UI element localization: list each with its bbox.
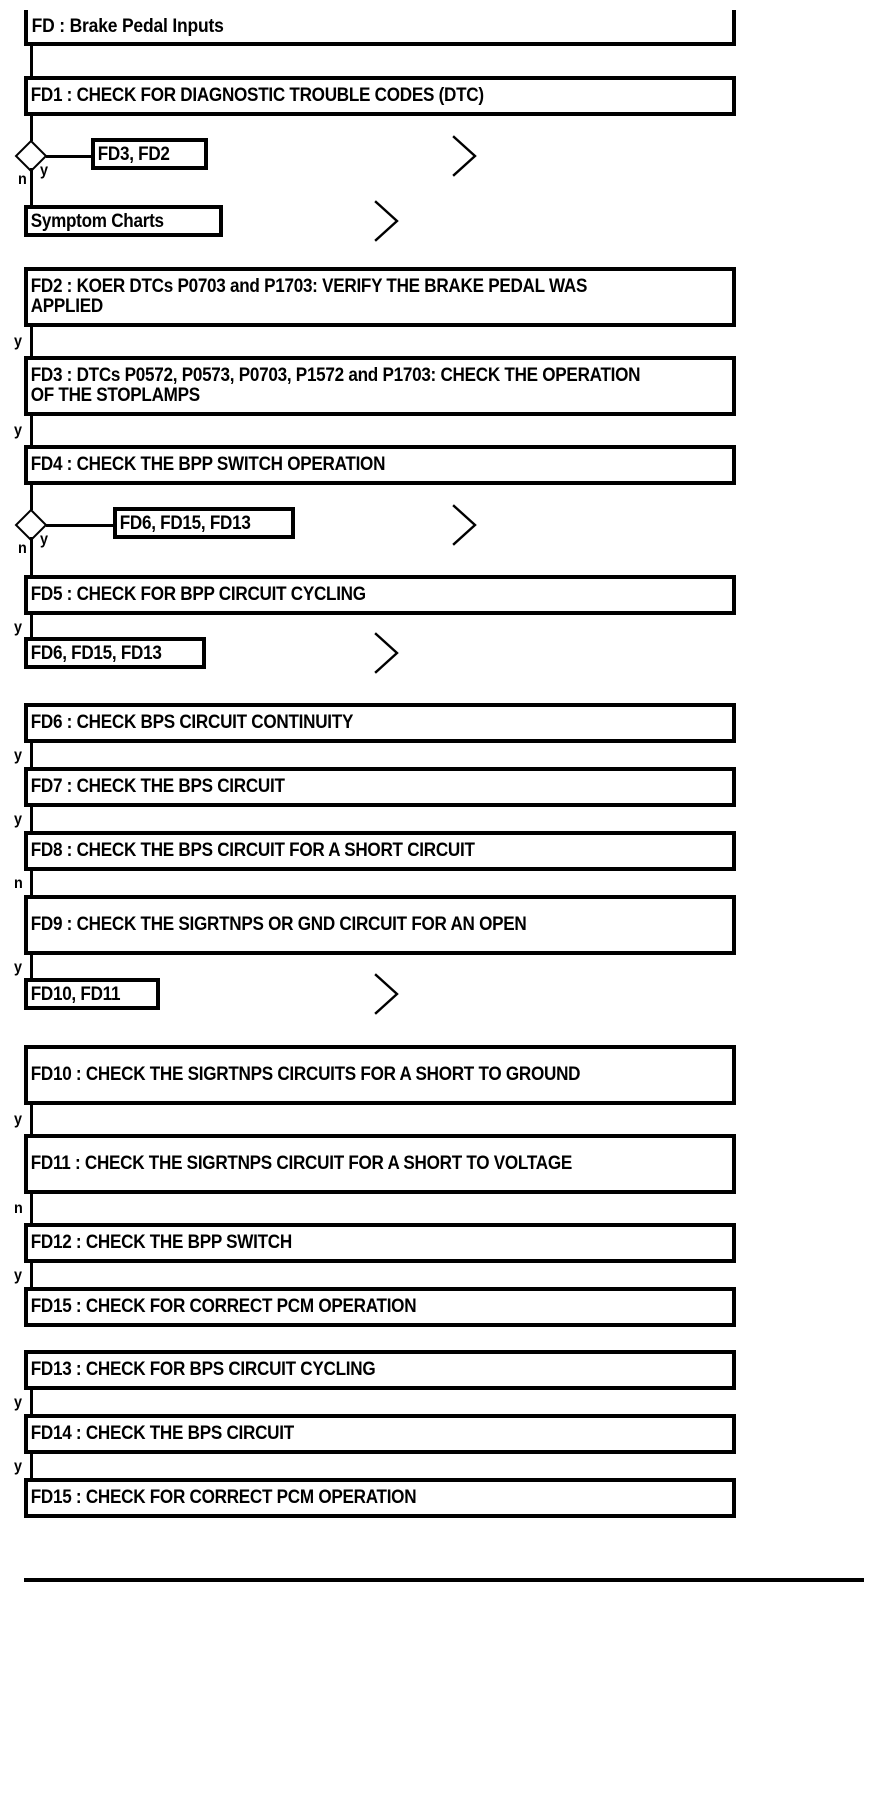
connector-fd6-to-fd7: [30, 743, 33, 768]
connector-label-fd6-fd15-fd13-b: FD6, FD15, FD13: [30, 642, 162, 664]
connector-box-fd10-fd11[interactable]: FD10, FD11: [24, 978, 160, 1010]
step-box-fd13[interactable]: FD13 : CHECK FOR BPS CIRCUIT CYCLING: [24, 1350, 736, 1390]
branch-label-fd5-yes: y: [14, 619, 23, 636]
branch-label-fd14-yes: y: [14, 1458, 23, 1475]
connector-fd8-to-fd9: [30, 871, 33, 896]
step-box-fd4[interactable]: FD4 : CHECK THE BPP SWITCH OPERATION: [24, 445, 736, 485]
connector-label-fd10-fd11: FD10, FD11: [30, 983, 121, 1005]
branch-label-fd11-no: n: [14, 1200, 23, 1217]
step-label-fd15-a: FD15 : CHECK FOR CORRECT PCM OPERATION: [30, 1296, 417, 1317]
connector-fd4-to-decision2: [30, 485, 33, 510]
branch-label-fd1-yes: y: [40, 162, 49, 179]
branch-label-fd4-yes: y: [40, 531, 49, 548]
branch-label-fd6-yes: y: [14, 747, 23, 764]
step-box-fd12[interactable]: FD12 : CHECK THE BPP SWITCH: [24, 1223, 736, 1263]
footer-divider: [24, 1578, 864, 1582]
step-box-fd1[interactable]: FD1 : CHECK FOR DIAGNOSTIC TROUBLE CODES…: [24, 76, 736, 116]
step-box-fd10[interactable]: FD10 : CHECK THE SIGRTNPS CIRCUITS FOR A…: [24, 1045, 736, 1105]
step-label-fd9: FD9 : CHECK THE SIGRTNPS OR GND CIRCUIT …: [30, 914, 527, 935]
chart-title-bar: FD : Brake Pedal Inputs: [24, 10, 736, 46]
step-label-fd8: FD8 : CHECK THE BPS CIRCUIT FOR A SHORT …: [30, 840, 475, 861]
connector-fd3-to-fd4: [30, 416, 33, 445]
step-box-fd6[interactable]: FD6 : CHECK BPS CIRCUIT CONTINUITY: [24, 703, 736, 743]
connector-label-symptom-charts: Symptom Charts: [30, 210, 164, 232]
branch-label-fd4-no: n: [18, 540, 27, 557]
branch-label-fd3-yes: y: [14, 422, 23, 439]
chevron-right-icon-5: [372, 972, 402, 1016]
connector-label-fd6-fd15-fd13-a: FD6, FD15, FD13: [119, 512, 251, 534]
connector-fd4-no-leg: [30, 537, 33, 578]
branch-label-fd10-yes: y: [14, 1111, 23, 1128]
chevron-right-icon-4: [372, 631, 402, 675]
step-label-fd4: FD4 : CHECK THE BPP SWITCH OPERATION: [30, 454, 386, 475]
chevron-right-icon-1: [450, 134, 480, 178]
step-box-fd8[interactable]: FD8 : CHECK THE BPS CIRCUIT FOR A SHORT …: [24, 831, 736, 871]
step-box-fd15-b[interactable]: FD15 : CHECK FOR CORRECT PCM OPERATION: [24, 1478, 736, 1518]
step-label-fd1: FD1 : CHECK FOR DIAGNOSTIC TROUBLE CODES…: [30, 85, 484, 106]
chevron-right-icon-3: [450, 503, 480, 547]
connector-fd12-to-fd15a: [30, 1263, 33, 1288]
step-label-fd12: FD12 : CHECK THE BPP SWITCH: [30, 1232, 293, 1253]
connector-title-to-fd1: [30, 46, 33, 76]
step-box-fd2[interactable]: FD2 : KOER DTCs P0703 and P1703: VERIFY …: [24, 267, 736, 327]
connector-fd1-yes-leg: [46, 155, 92, 158]
connector-label-fd3-fd2: FD3, FD2: [97, 143, 170, 165]
connector-fd5-to-goto: [30, 615, 33, 640]
connector-fd9-to-goto: [30, 955, 33, 981]
step-label-fd11: FD11 : CHECK THE SIGRTNPS CIRCUIT FOR A …: [30, 1153, 573, 1174]
step-label-fd3: FD3 : DTCs P0572, P0573, P0703, P1572 an…: [30, 365, 641, 406]
branch-label-fd12-yes: y: [14, 1267, 23, 1284]
connector-fd7-to-fd8: [30, 807, 33, 832]
step-box-fd15-a[interactable]: FD15 : CHECK FOR CORRECT PCM OPERATION: [24, 1287, 736, 1327]
step-label-fd7: FD7 : CHECK THE BPS CIRCUIT: [30, 776, 285, 797]
step-box-fd9[interactable]: FD9 : CHECK THE SIGRTNPS OR GND CIRCUIT …: [24, 895, 736, 955]
page-title: FD : Brake Pedal Inputs: [31, 15, 224, 37]
connector-fd1-no-leg: [30, 168, 33, 208]
connector-fd4-yes-leg: [46, 524, 114, 527]
connector-fd10-to-fd11: [30, 1105, 33, 1134]
step-box-fd11[interactable]: FD11 : CHECK THE SIGRTNPS CIRCUIT FOR A …: [24, 1134, 736, 1194]
step-box-fd3[interactable]: FD3 : DTCs P0572, P0573, P0703, P1572 an…: [24, 356, 736, 416]
step-label-fd14: FD14 : CHECK THE BPS CIRCUIT: [30, 1423, 294, 1444]
branch-label-fd9-yes: y: [14, 959, 23, 976]
connector-fd2-to-fd3: [30, 327, 33, 356]
connector-fd14-to-fd15b: [30, 1454, 33, 1479]
step-label-fd13: FD13 : CHECK FOR BPS CIRCUIT CYCLING: [30, 1359, 376, 1380]
branch-label-fd8-no: n: [14, 875, 23, 892]
step-label-fd10: FD10 : CHECK THE SIGRTNPS CIRCUITS FOR A…: [30, 1064, 581, 1085]
branch-label-fd1-no: n: [18, 171, 27, 188]
connector-box-fd6-fd15-fd13-b[interactable]: FD6, FD15, FD13: [24, 637, 206, 669]
branch-label-fd13-yes: y: [14, 1394, 23, 1411]
connector-box-fd3-fd2[interactable]: FD3, FD2: [91, 138, 208, 170]
step-label-fd5: FD5 : CHECK FOR BPP CIRCUIT CYCLING: [30, 584, 366, 605]
step-box-fd5[interactable]: FD5 : CHECK FOR BPP CIRCUIT CYCLING: [24, 575, 736, 615]
step-label-fd6: FD6 : CHECK BPS CIRCUIT CONTINUITY: [30, 712, 354, 733]
chevron-right-icon-2: [372, 199, 402, 243]
connector-fd13-to-fd14: [30, 1390, 33, 1415]
connector-fd11-to-fd12: [30, 1194, 33, 1223]
step-label-fd15-b: FD15 : CHECK FOR CORRECT PCM OPERATION: [30, 1487, 417, 1508]
connector-box-fd6-fd15-fd13-a[interactable]: FD6, FD15, FD13: [113, 507, 295, 539]
step-box-fd7[interactable]: FD7 : CHECK THE BPS CIRCUIT: [24, 767, 736, 807]
connector-box-symptom-charts[interactable]: Symptom Charts: [24, 205, 223, 237]
branch-label-fd2-yes: y: [14, 333, 23, 350]
step-label-fd2: FD2 : KOER DTCs P0703 and P1703: VERIFY …: [30, 276, 588, 317]
branch-label-fd7-yes: y: [14, 811, 23, 828]
connector-fd1-to-decision1: [30, 116, 33, 141]
step-box-fd14[interactable]: FD14 : CHECK THE BPS CIRCUIT: [24, 1414, 736, 1454]
